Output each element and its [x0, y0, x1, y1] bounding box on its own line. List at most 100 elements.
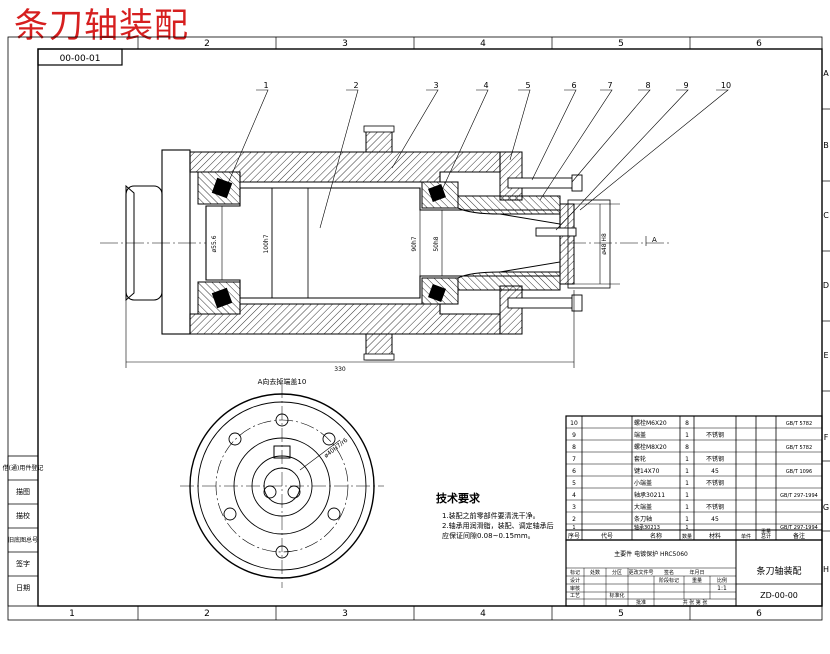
bom-row-no: 4: [572, 492, 576, 499]
bolt-head-top: [571, 174, 583, 192]
bolt-head-bottom: [571, 294, 583, 312]
bom-header-code: 代号: [601, 532, 613, 540]
title-block-title: 条刀轴装配: [756, 565, 801, 577]
tb-role-review: 审核: [570, 585, 580, 592]
bottom-zone-markers: [137, 606, 691, 620]
zone-bottom-2: 2: [204, 609, 210, 619]
balloon-1: 1: [263, 81, 268, 90]
balloon-5: 5: [525, 81, 530, 90]
tb-role-approve: 批准: [636, 599, 646, 606]
bom-row-qty: 1: [685, 504, 689, 511]
zone-top-3: 3: [342, 39, 348, 49]
bom-header-note: 备注: [793, 532, 805, 540]
bom-row-no: 9: [572, 432, 576, 439]
dim-d2: 100h7: [263, 234, 270, 253]
bolt-bottom: [507, 297, 581, 309]
ear-bolt-top: [363, 125, 395, 133]
zone-right-g: G: [823, 503, 829, 512]
title-block-drawing-no: ZD-00-00: [760, 591, 798, 600]
tb-role-process: 工艺: [570, 593, 580, 599]
zone-right-e: E: [823, 351, 828, 360]
bom-table: [565, 415, 823, 541]
tb-sheets: 共 张 第 张: [683, 599, 708, 606]
zone-top-5: 5: [618, 39, 624, 49]
bom-row-name: 螺栓M8X20: [634, 443, 667, 451]
bom-rows: 10 螺栓M6X20 8 GB/T 5782 9 端盖 1 不锈钢 8 螺栓M8…: [570, 419, 818, 531]
bom-header-mat: 材料: [709, 532, 721, 540]
end-view-label: A向去掉端盖10: [258, 377, 307, 386]
bom-row-name: 套轮: [634, 455, 646, 463]
zone-right-a: A: [823, 69, 829, 78]
notes-line-3: 应保证间隙0.08~0.15mm。: [442, 531, 535, 540]
bom-row-qty: 1: [685, 525, 688, 531]
balloon-9: 9: [683, 81, 688, 90]
zone-bottom-6: 6: [756, 609, 762, 619]
drawing-caption: 条刀轴装配: [14, 6, 189, 46]
bom-row-mat: 不锈钢: [706, 455, 724, 463]
bolt-top: [507, 177, 581, 189]
zone-top-2: 2: [204, 39, 210, 49]
dimension-lines: [125, 188, 647, 368]
bom-row-std: GB/T 297-1994: [780, 493, 818, 499]
bom-row-qty: 1: [685, 516, 689, 523]
bom-row-name: 轴承30211: [634, 491, 665, 499]
bom-row-qty: 1: [685, 480, 689, 487]
zone-top-6: 6: [756, 39, 762, 49]
screw-10: [535, 227, 577, 237]
side-strip: [7, 455, 39, 607]
roller-4-top: [428, 184, 446, 202]
bom-row-name: 螺栓M6X20: [634, 419, 667, 427]
bom-row-mat: 不锈钢: [706, 479, 724, 487]
side-strip-4: 旧底图总号: [8, 536, 38, 544]
side-strip-3: 描校: [16, 511, 30, 520]
dim-pcd: ø40H7/r6: [323, 437, 349, 460]
title-block-scale: 1:1: [717, 585, 727, 592]
part-leaders: [225, 89, 729, 231]
bom-header-qty: 数量: [682, 533, 692, 540]
zone-right-d: D: [823, 281, 829, 290]
dim-d5: ø48 H8: [601, 233, 608, 255]
bom-row-name: 条刀轴: [634, 515, 652, 523]
bom-row-no: 10: [570, 420, 578, 427]
notes-line-2: 2.轴承用润滑脂，装配、调定轴承后: [442, 521, 554, 530]
notes-title: 技术要求: [436, 491, 481, 505]
tb-role-design: 设计: [570, 577, 580, 584]
bom-row-qty: 8: [685, 420, 689, 427]
bom-row-name: 键14X70: [634, 467, 660, 475]
bom-header-name: 名称: [650, 532, 662, 540]
title-block: [565, 539, 823, 607]
tb-label-zone: 分区: [612, 569, 622, 576]
zone-bottom-1: 1: [69, 609, 75, 619]
bom-header-weight: 重量: [761, 528, 771, 535]
bom-row-no: 3: [572, 504, 576, 511]
bom-row-qty: 1: [685, 432, 689, 439]
inner-border: [37, 48, 823, 607]
bom-row-qty: 1: [685, 456, 689, 463]
bom-row-mat: 45: [711, 468, 719, 475]
bom-row-std: GB/T 297-1994: [780, 525, 818, 531]
end-view: [180, 384, 384, 588]
bom-row-std: GB/T 5782: [786, 445, 812, 451]
bom-row-name: 大端盖: [634, 503, 652, 511]
dim-d1: ø55.6: [211, 235, 218, 252]
roller-4-bottom: [428, 284, 446, 302]
zone-right-b: B: [823, 141, 829, 150]
bom-row-mat: 45: [711, 516, 719, 523]
balloon-2: 2: [353, 81, 358, 90]
bom-row-name: 小端盖: [634, 479, 652, 487]
roller-1-bottom: [211, 287, 233, 309]
bom-row-mat: 不锈钢: [706, 503, 724, 511]
tb-label-count: 处数: [590, 569, 600, 576]
tb-role-standard: 标准化: [609, 592, 624, 599]
bom-row-qty: 8: [685, 444, 689, 451]
side-strip-2: 描图: [16, 487, 30, 496]
right-zone-markers: [822, 108, 830, 532]
side-strip-5: 签字: [16, 559, 30, 568]
bom-row-no: 2: [572, 516, 576, 523]
end-plate-9: [559, 203, 575, 285]
dim-total-length: 330: [334, 366, 346, 373]
main-section-view: [100, 125, 672, 361]
tb-weight: 重量: [692, 577, 702, 584]
zone-right-f: F: [824, 433, 829, 442]
